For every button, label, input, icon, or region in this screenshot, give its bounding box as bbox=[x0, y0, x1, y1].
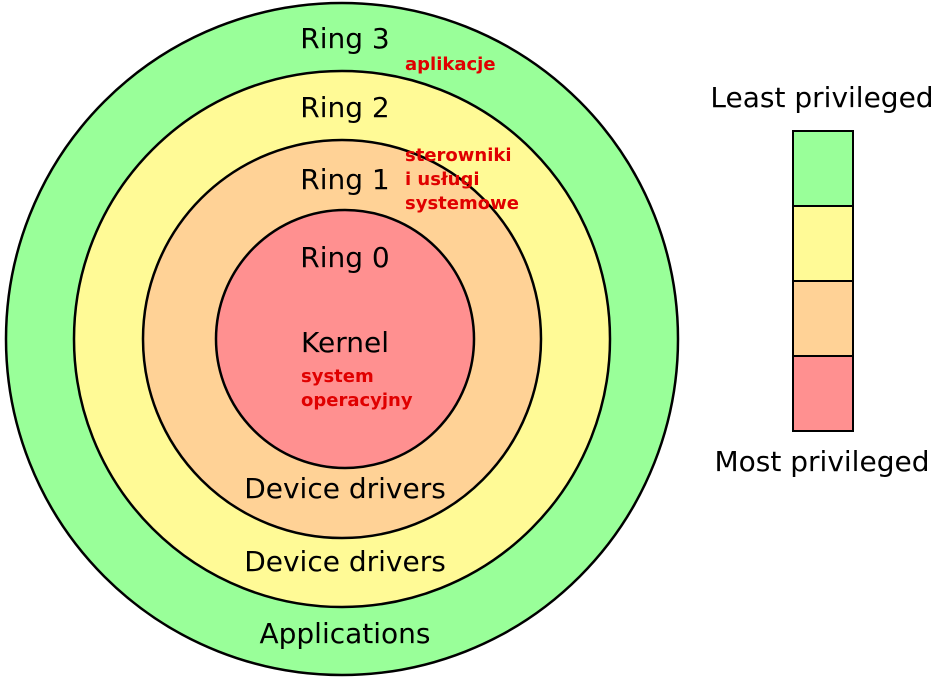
ring-0-circle bbox=[214, 208, 476, 470]
legend-swatch-ring-3 bbox=[792, 130, 854, 207]
privilege-legend-bar bbox=[792, 130, 854, 432]
ring-2-role: Device drivers bbox=[244, 545, 446, 578]
legend-swatch-ring-0 bbox=[792, 355, 854, 432]
ring-3-title: Ring 3 bbox=[300, 22, 389, 55]
ring-1-role: Device drivers bbox=[244, 472, 446, 505]
ring-1-note-line-3: systemowe bbox=[405, 193, 519, 214]
legend-top-label: Least privileged bbox=[710, 81, 933, 114]
ring-1-note-line-2: i usługi bbox=[405, 169, 480, 190]
legend-swatch-ring-2 bbox=[792, 205, 854, 282]
ring-1-title: Ring 1 bbox=[300, 163, 389, 196]
ring-1-note-line-1: sterowniki bbox=[405, 145, 512, 166]
legend-swatch-ring-1 bbox=[792, 280, 854, 357]
ring-0-role: Kernel bbox=[301, 326, 389, 359]
ring-3-role: Applications bbox=[259, 617, 430, 650]
ring-3-note: aplikacje bbox=[405, 54, 496, 75]
ring-0-note-line-1: system bbox=[301, 366, 374, 387]
ring-0-title: Ring 0 bbox=[300, 241, 389, 274]
ring-2-title: Ring 2 bbox=[300, 91, 389, 124]
legend-bottom-label: Most privileged bbox=[715, 445, 930, 478]
ring-0-note-line-2: operacyjny bbox=[301, 390, 413, 411]
